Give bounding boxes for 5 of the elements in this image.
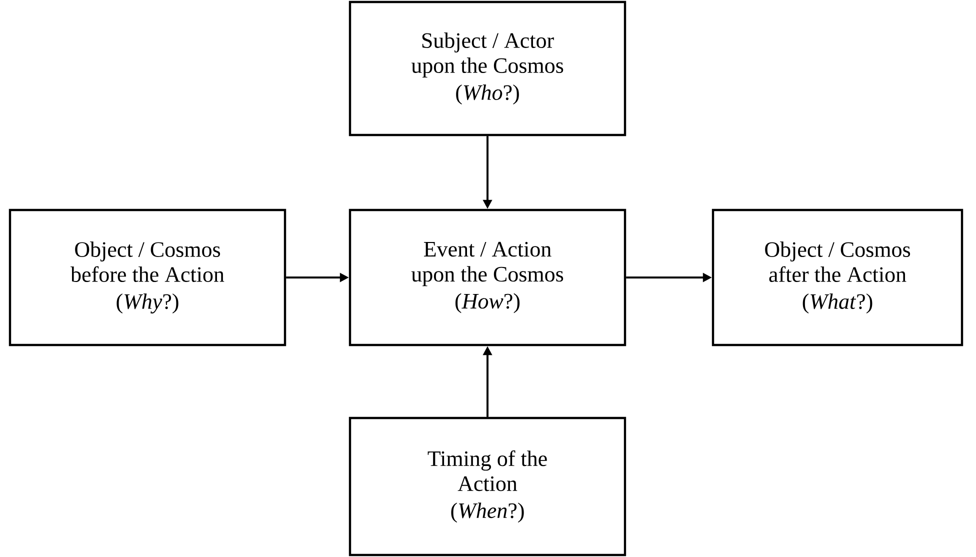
text-box: Timing of the Action (When?) xyxy=(348,416,626,556)
text-box: Subject / Actor upon the Cosmos (Who?) xyxy=(348,0,626,136)
text-box: Object / Cosmos after the Action (What?) xyxy=(712,208,964,346)
text-box: Object / Cosmos before the Action (Why?) xyxy=(8,208,286,346)
text-box: Event / Action upon the Cosmos (How?) xyxy=(348,208,626,346)
